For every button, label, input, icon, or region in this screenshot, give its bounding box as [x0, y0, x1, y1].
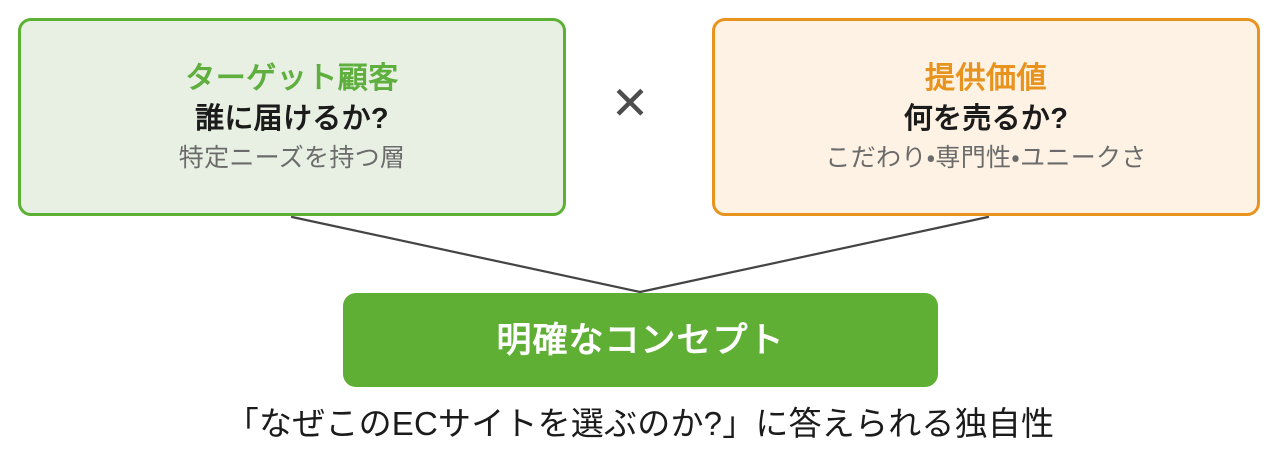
connector-left	[290, 215, 642, 294]
result-banner-concept: 明確なコンセプト	[343, 293, 938, 387]
card-target-customer: ターゲット顧客 誰に届けるか? 特定ニーズを持つ層	[18, 18, 566, 216]
card-value-question: 何を売るか?	[903, 102, 1069, 135]
multiply-icon: ✕	[610, 76, 650, 130]
card-offered-value: 提供価値 何を売るか? こだわり・専門性・ユニークさ	[712, 18, 1260, 216]
card-target-heading: ターゲット顧客	[185, 62, 399, 96]
card-value-note: こだわり・専門性・ユニークさ	[825, 143, 1147, 172]
diagram-caption: 「なぜこのECサイトを選ぶのか?」に答えられる独自性	[225, 405, 1055, 442]
card-value-heading: 提供価値	[925, 62, 1047, 96]
card-target-note: 特定ニーズを持つ層	[178, 143, 406, 172]
result-banner-label: 明確なコンセプト	[496, 320, 785, 360]
connector-right	[638, 215, 990, 294]
card-target-question: 誰に届けるか?	[195, 102, 389, 135]
